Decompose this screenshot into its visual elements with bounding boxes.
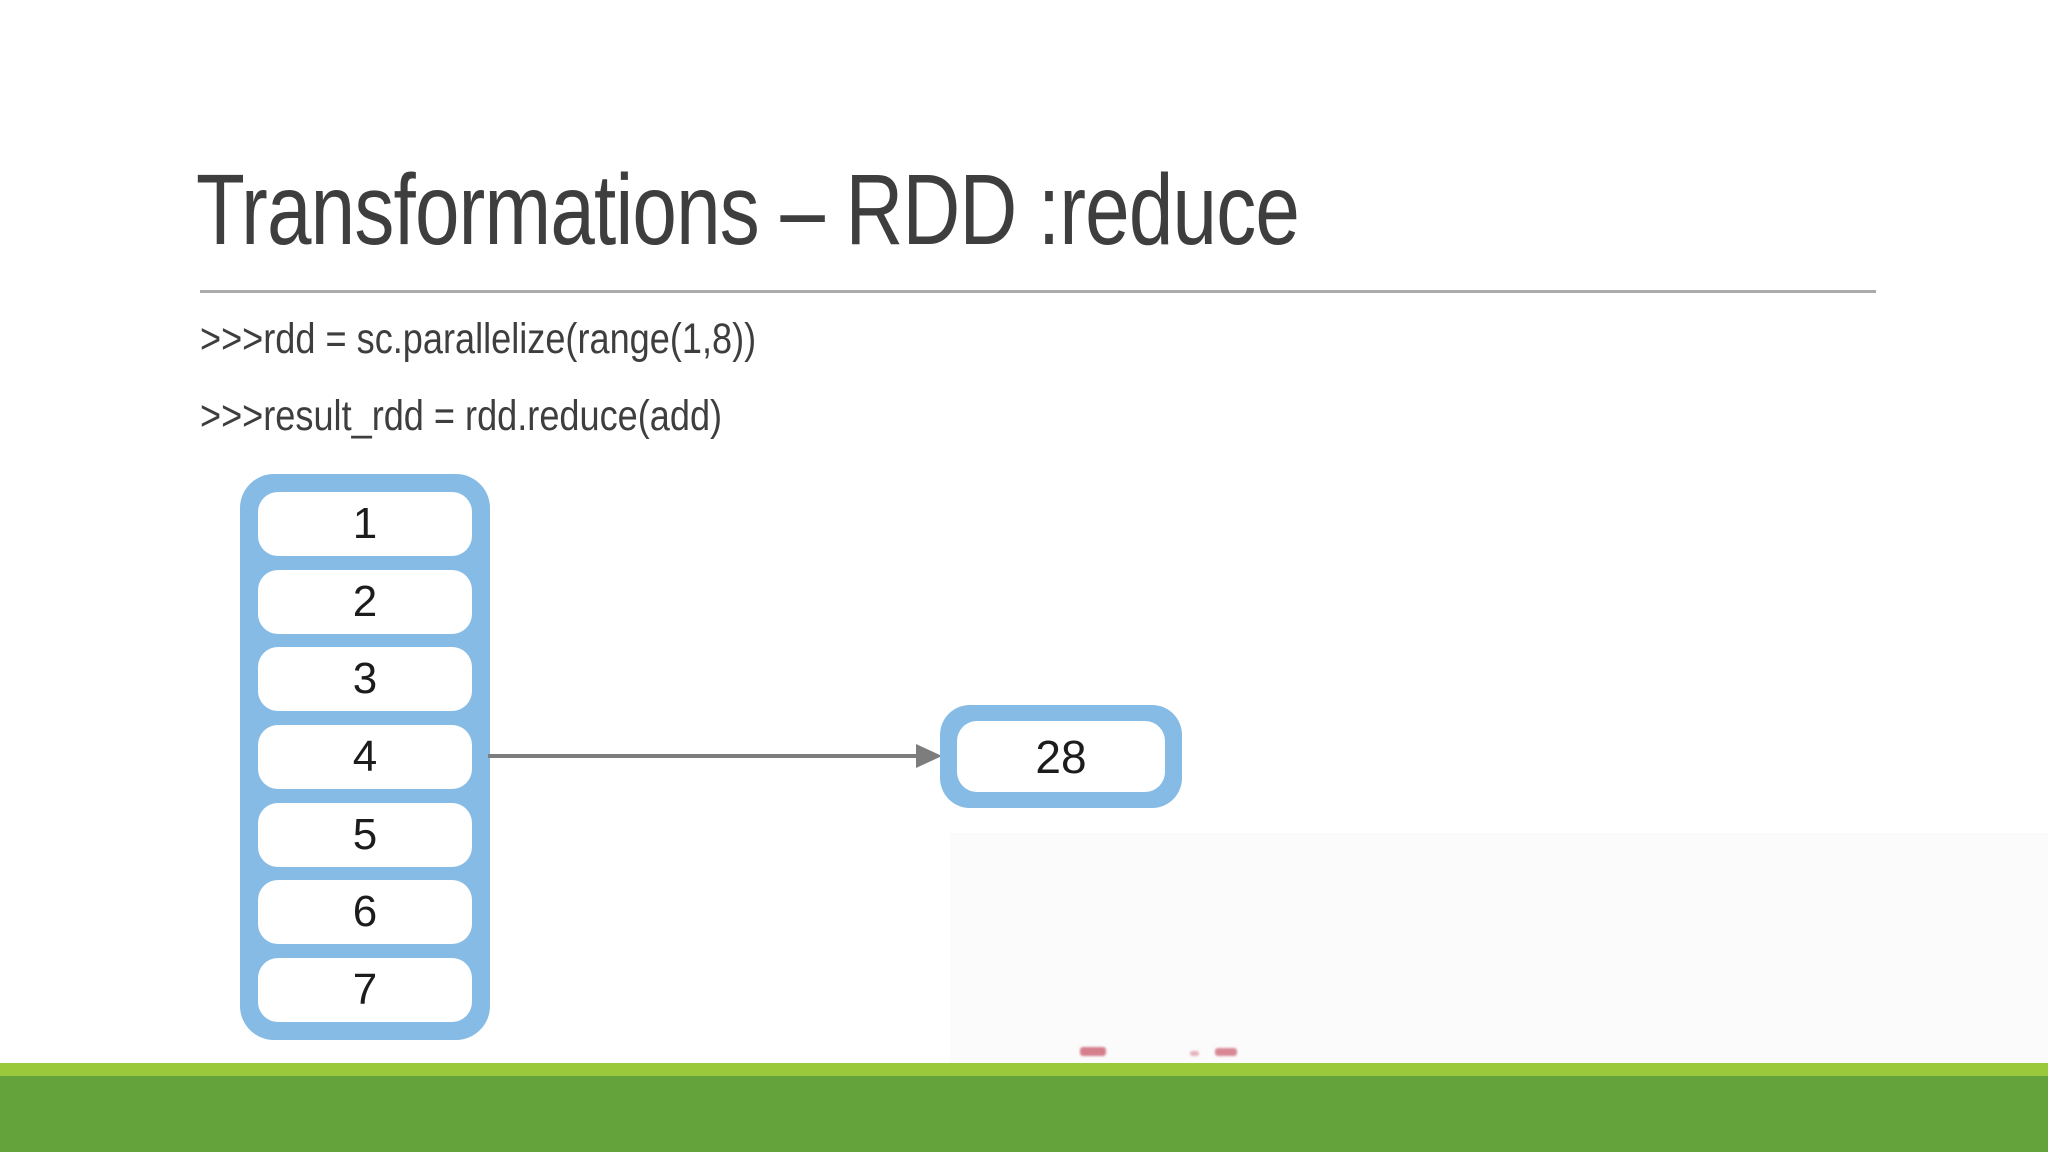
watermark-fragment-1 [1080,1047,1106,1056]
rdd-element-6: 6 [258,880,472,945]
result-value: 28 [957,721,1165,792]
reduce-arrow-head-icon [916,744,942,768]
title-divider [200,290,1876,293]
rdd-partition-container: 1 2 3 4 5 6 7 [240,474,490,1040]
reduce-arrow-line [488,754,930,758]
rdd-element-1: 1 [258,492,472,556]
code-line-parallelize: >>>rdd = sc.parallelize(range(1,8)) [200,315,757,363]
rdd-element-2: 2 [258,569,472,634]
slide-title: Transformations – RDD :reduce [196,154,1300,266]
rdd-element-3: 3 [258,647,472,712]
watermark-fragment-2 [1190,1051,1199,1056]
rdd-element-5: 5 [258,802,472,867]
rdd-element-7: 7 [258,957,472,1022]
result-box: 28 [940,705,1182,808]
background-shade [950,833,2048,1063]
watermark-fragment-3 [1215,1048,1237,1056]
code-line-reduce: >>>result_rdd = rdd.reduce(add) [200,392,723,440]
footer-stripe-dark [0,1076,2048,1152]
footer-stripe-light [0,1063,2048,1076]
rdd-element-4: 4 [258,724,472,789]
